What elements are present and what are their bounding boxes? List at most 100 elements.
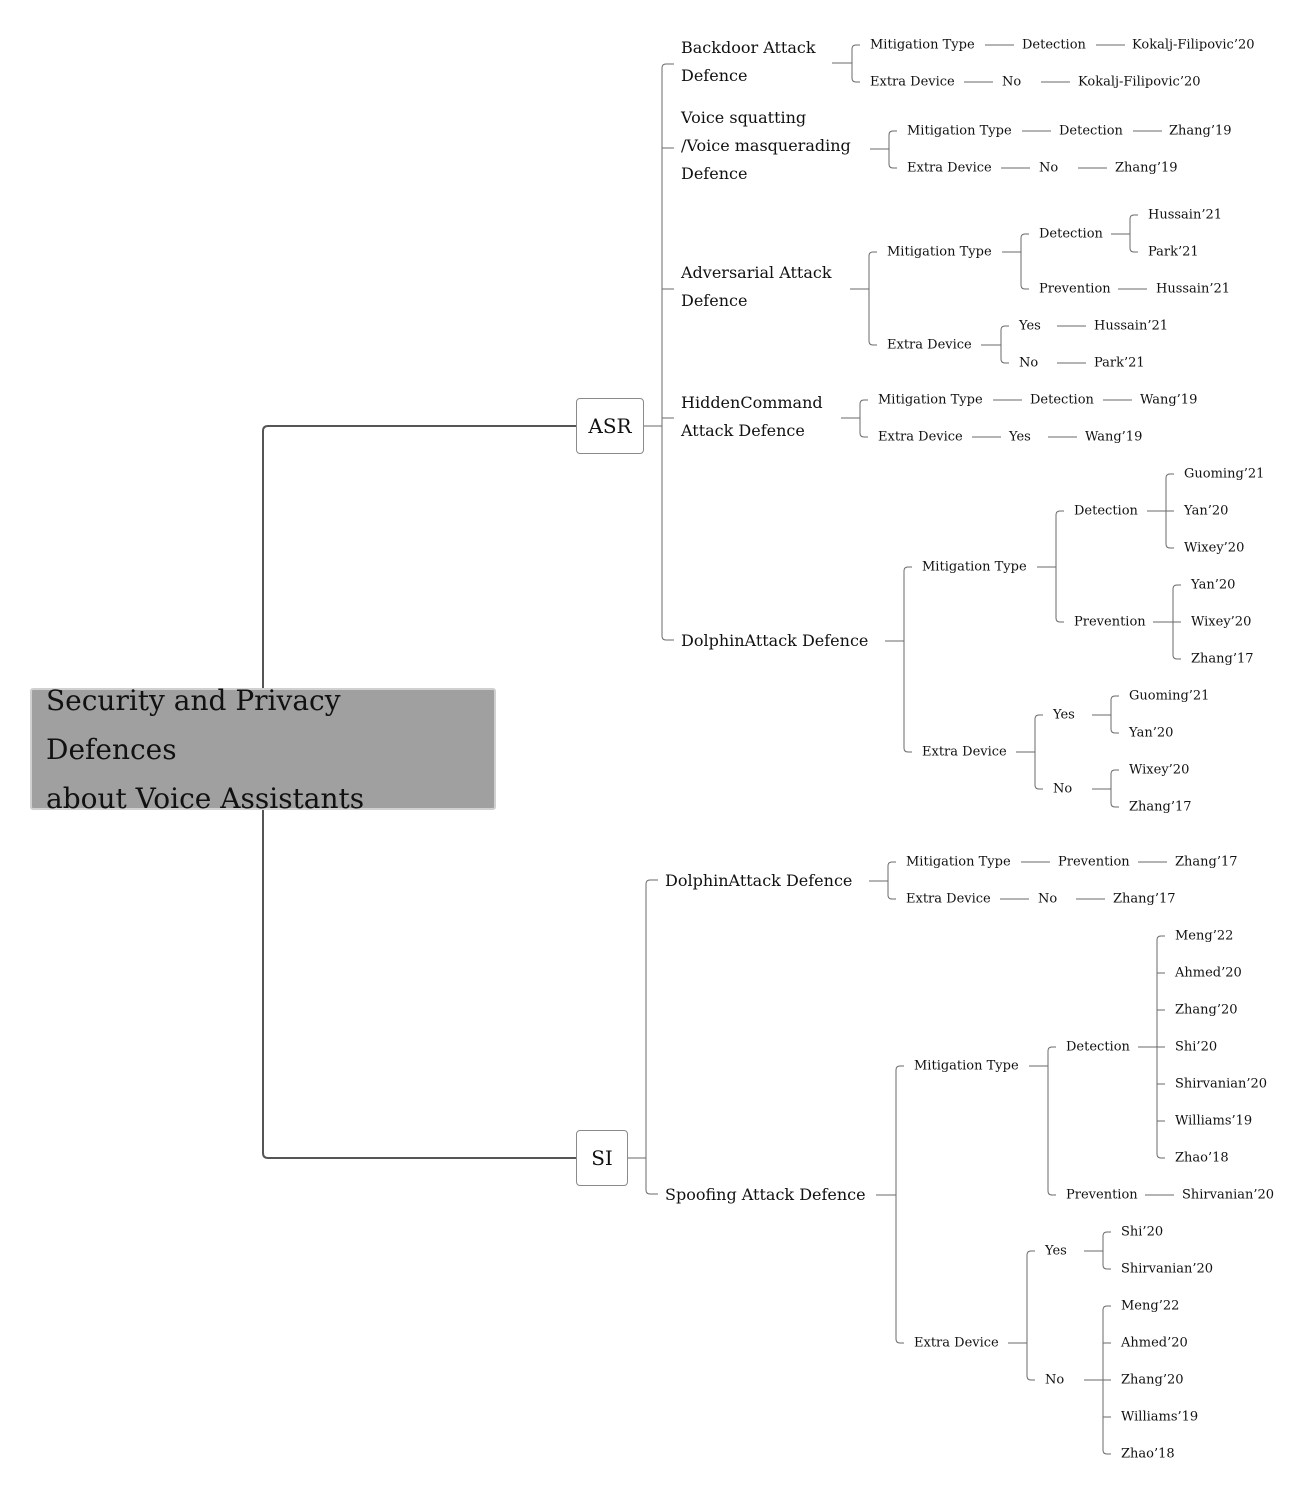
reference-node[interactable]: Shirvanian’20 (1121, 1261, 1214, 1277)
attack-defence-node[interactable]: HiddenCommand Attack Defence (681, 393, 823, 440)
connector (1020, 252, 1029, 290)
connector (859, 418, 868, 438)
reference-node[interactable]: Shi’20 (1121, 1224, 1164, 1240)
reference-node[interactable]: Park’21 (1094, 355, 1145, 371)
mitigation-type-node[interactable]: Mitigation Type (887, 244, 992, 260)
mitigation-type-node[interactable]: Mitigation Type (922, 559, 1027, 575)
category-node[interactable]: Prevention (1066, 1187, 1138, 1203)
mitigation-type-node[interactable]: Mitigation Type (906, 854, 1011, 870)
reference-node[interactable]: Shi’20 (1175, 1039, 1218, 1055)
connector (1156, 935, 1165, 1047)
category-node[interactable]: Detection (1074, 503, 1138, 519)
branch-node[interactable]: ASR (576, 398, 644, 454)
reference-node[interactable]: Zhang’19 (1169, 123, 1232, 139)
category-node[interactable]: No (1002, 74, 1022, 90)
mitigation-type-node[interactable]: Mitigation Type (870, 37, 975, 53)
reference-node[interactable]: Zhang’17 (1129, 799, 1192, 815)
connector (1110, 715, 1119, 734)
branch-node[interactable]: SI (576, 1130, 628, 1186)
reference-node[interactable]: Zhang’17 (1113, 891, 1176, 907)
reference-node[interactable]: Yan’20 (1184, 503, 1229, 519)
reference-node[interactable]: Zhang’17 (1175, 854, 1238, 870)
mitigation-type-node[interactable]: Mitigation Type (907, 123, 1012, 139)
connector (851, 44, 860, 63)
category-node[interactable]: Prevention (1058, 854, 1130, 870)
reference-node[interactable]: Zhao’18 (1121, 1446, 1175, 1462)
extra-device-node[interactable]: Extra Device (878, 429, 963, 445)
category-node[interactable]: No (1039, 160, 1059, 176)
reference-node[interactable]: Meng’22 (1121, 1298, 1180, 1314)
reference-node[interactable]: Hussain’21 (1148, 207, 1223, 223)
extra-device-node[interactable]: Extra Device (907, 160, 992, 176)
reference-node[interactable]: Hussain’21 (1094, 318, 1169, 334)
category-node[interactable]: Detection (1022, 37, 1086, 53)
connector (262, 810, 576, 1159)
reference-node[interactable]: Guoming’21 (1129, 688, 1210, 704)
attack-defence-node[interactable]: Backdoor Attack Defence (681, 38, 816, 85)
reference-node[interactable]: Ahmed’20 (1175, 965, 1242, 981)
category-node[interactable]: No (1038, 891, 1058, 907)
attack-defence-node[interactable]: DolphinAttack Defence (665, 871, 853, 890)
reference-node[interactable]: Zhang’17 (1191, 651, 1254, 667)
category-node[interactable]: Prevention (1074, 614, 1146, 630)
extra-device-node[interactable]: Extra Device (870, 74, 955, 90)
mitigation-type-node[interactable]: Mitigation Type (878, 392, 983, 408)
reference-node[interactable]: Williams’19 (1121, 1409, 1199, 1425)
connector (1172, 622, 1181, 660)
reference-node[interactable]: Kokalj-Filipovic’20 (1132, 37, 1255, 53)
category-node[interactable]: Yes (1019, 318, 1041, 334)
category-node[interactable]: Yes (1045, 1243, 1067, 1259)
reference-node[interactable]: Kokalj-Filipovic’20 (1078, 74, 1201, 90)
root-topic[interactable]: Security and Privacy Defences about Voic… (30, 684, 496, 815)
reference-node[interactable]: Zhao’18 (1175, 1150, 1229, 1166)
connector (1102, 1231, 1111, 1251)
category-node[interactable]: Detection (1066, 1039, 1130, 1055)
reference-node[interactable]: Williams’19 (1175, 1113, 1253, 1129)
reference-node[interactable]: Hussain’21 (1156, 281, 1231, 297)
reference-node[interactable]: Wixey’20 (1184, 540, 1245, 556)
extra-device-node[interactable]: Extra Device (887, 337, 972, 353)
category-node[interactable]: No (1045, 1372, 1065, 1388)
category-node[interactable]: Yes (1009, 429, 1031, 445)
reference-node[interactable]: Ahmed’20 (1121, 1335, 1188, 1351)
connector (1165, 473, 1174, 511)
connector (1000, 345, 1009, 364)
reference-node[interactable]: Wixey’20 (1129, 762, 1190, 778)
extra-device-node[interactable]: Extra Device (906, 891, 991, 907)
connector (1034, 714, 1043, 752)
reference-node[interactable]: Park’21 (1148, 244, 1199, 260)
category-node[interactable]: No (1053, 781, 1073, 797)
reference-node[interactable]: Meng’22 (1175, 928, 1234, 944)
category-node[interactable]: Detection (1059, 123, 1123, 139)
category-node[interactable]: Detection (1030, 392, 1094, 408)
attack-defence-node[interactable]: DolphinAttack Defence (681, 631, 869, 650)
mitigation-type-node[interactable]: Mitigation Type (914, 1058, 1019, 1074)
connector (1102, 1380, 1111, 1455)
category-node[interactable]: Yes (1053, 707, 1075, 723)
reference-node[interactable]: Shirvanian’20 (1182, 1187, 1275, 1203)
category-node[interactable]: Prevention (1039, 281, 1111, 297)
reference-node[interactable]: Zhang’20 (1175, 1002, 1238, 1018)
reference-node[interactable]: Yan’20 (1191, 577, 1236, 593)
category-node[interactable]: Detection (1039, 226, 1103, 242)
extra-device-node[interactable]: Extra Device (914, 1335, 999, 1351)
category-node[interactable]: No (1019, 355, 1039, 371)
connector (661, 63, 674, 426)
attack-defence-node[interactable]: Voice squatting /Voice masquerading Defe… (681, 108, 851, 183)
reference-node[interactable]: Wang’19 (1085, 429, 1143, 445)
reference-node[interactable]: Zhang’20 (1121, 1372, 1184, 1388)
connector (895, 1065, 904, 1195)
reference-node[interactable]: Guoming’21 (1184, 466, 1265, 482)
connector (903, 641, 912, 753)
connector (262, 425, 576, 688)
reference-node[interactable]: Wixey’20 (1191, 614, 1252, 630)
reference-node[interactable]: Wang’19 (1140, 392, 1198, 408)
connector (1110, 769, 1119, 789)
attack-defence-node[interactable]: Spoofing Attack Defence (665, 1185, 866, 1204)
connector (1034, 752, 1043, 790)
attack-defence-node[interactable]: Adversarial Attack Defence (681, 263, 832, 310)
reference-node[interactable]: Zhang’19 (1115, 160, 1178, 176)
reference-node[interactable]: Yan’20 (1129, 725, 1174, 741)
reference-node[interactable]: Shirvanian’20 (1175, 1076, 1268, 1092)
extra-device-node[interactable]: Extra Device (922, 744, 1007, 760)
